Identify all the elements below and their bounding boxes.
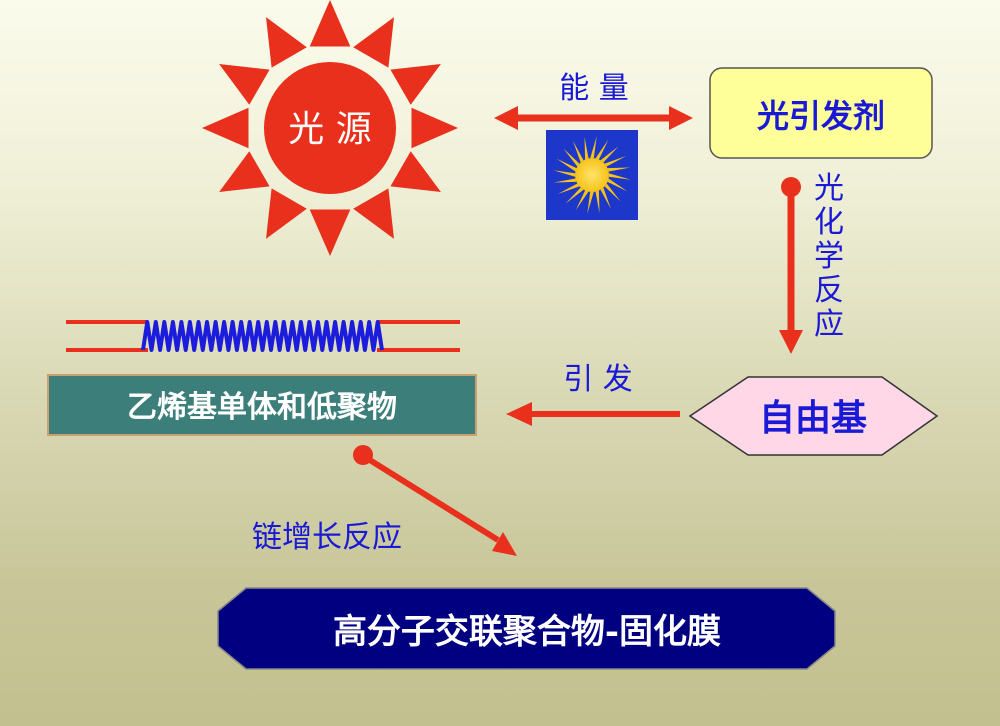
tile-sun-ray: [595, 190, 600, 214]
light-source: 光 源: [202, 0, 458, 256]
sun-ray: [390, 64, 441, 105]
tile-sun-ray: [553, 178, 577, 183]
tile-sun-ray: [607, 178, 628, 192]
tile-sun-ray: [556, 158, 577, 172]
sun-ray: [202, 107, 249, 149]
initiate-label: 引 发: [563, 362, 633, 397]
sun-ray: [411, 107, 458, 149]
monomer-label: 乙烯基单体和低聚物: [127, 390, 397, 425]
photochem-char-1: 光: [814, 171, 844, 206]
monomer-box: 乙烯基单体和低聚物: [47, 374, 477, 436]
photochem-char-4: 反: [814, 273, 844, 308]
chain-label: 链增长反应: [252, 520, 402, 555]
energy-arrow: [494, 106, 693, 130]
sun-ray: [309, 209, 351, 256]
tile-sun-ray: [584, 136, 589, 160]
chain-arrow: [353, 445, 517, 556]
sun-ray: [353, 188, 394, 239]
tile-sun-ray: [553, 170, 576, 177]
tile-sun-ray: [608, 173, 631, 180]
initiate-arrow: [506, 402, 680, 426]
tile-sun-ray: [587, 191, 594, 214]
tile-sun-ray: [590, 136, 597, 159]
tile-sun-ray: [600, 187, 611, 210]
sun-ray: [219, 64, 270, 105]
radical-hexagon: 自由基: [688, 376, 939, 456]
tile-sun-ray: [595, 139, 609, 160]
sun-rays-icon: [202, 0, 458, 256]
tile-sun-ray: [573, 140, 584, 163]
sun-ray: [309, 0, 351, 47]
energy-label: 能 量: [559, 71, 629, 106]
sun-disc: [264, 62, 396, 194]
sun-ray: [353, 17, 394, 68]
polymer-label: 高分子交联聚合物-固化膜: [333, 612, 721, 652]
sun-ray: [266, 188, 307, 239]
sun-ray: [266, 17, 307, 68]
photochem-char-5: 应: [814, 307, 844, 342]
photochem-char-2: 化: [814, 205, 844, 240]
sun-ray: [390, 151, 441, 192]
monomer-spring-icon: [66, 320, 460, 352]
photochem-arrow: [779, 177, 803, 354]
photochem-label: 光 化 学 反 应: [814, 171, 844, 342]
tile-sun-ray: [600, 146, 619, 163]
photoinitiator-label: 光引发剂: [757, 97, 885, 135]
tile-sun-ray: [563, 148, 580, 167]
photoinitiator-box: 光引发剂: [709, 67, 933, 159]
tile-sun-ray: [575, 190, 589, 211]
sun-ray: [219, 151, 270, 192]
photochem-char-3: 学: [814, 239, 844, 274]
tile-sun-ray: [565, 187, 584, 204]
sun-tile-icon: [546, 130, 638, 220]
tile-sun-ray: [604, 156, 627, 167]
tile-sun-ray: [557, 183, 580, 194]
polymer-box: 高分子交联聚合物-固化膜: [217, 587, 836, 670]
radical-label: 自由基: [759, 397, 867, 439]
light-source-label: 光 源: [288, 109, 371, 150]
tile-sun-ray: [607, 167, 631, 172]
tile-sun-ray: [604, 183, 621, 202]
